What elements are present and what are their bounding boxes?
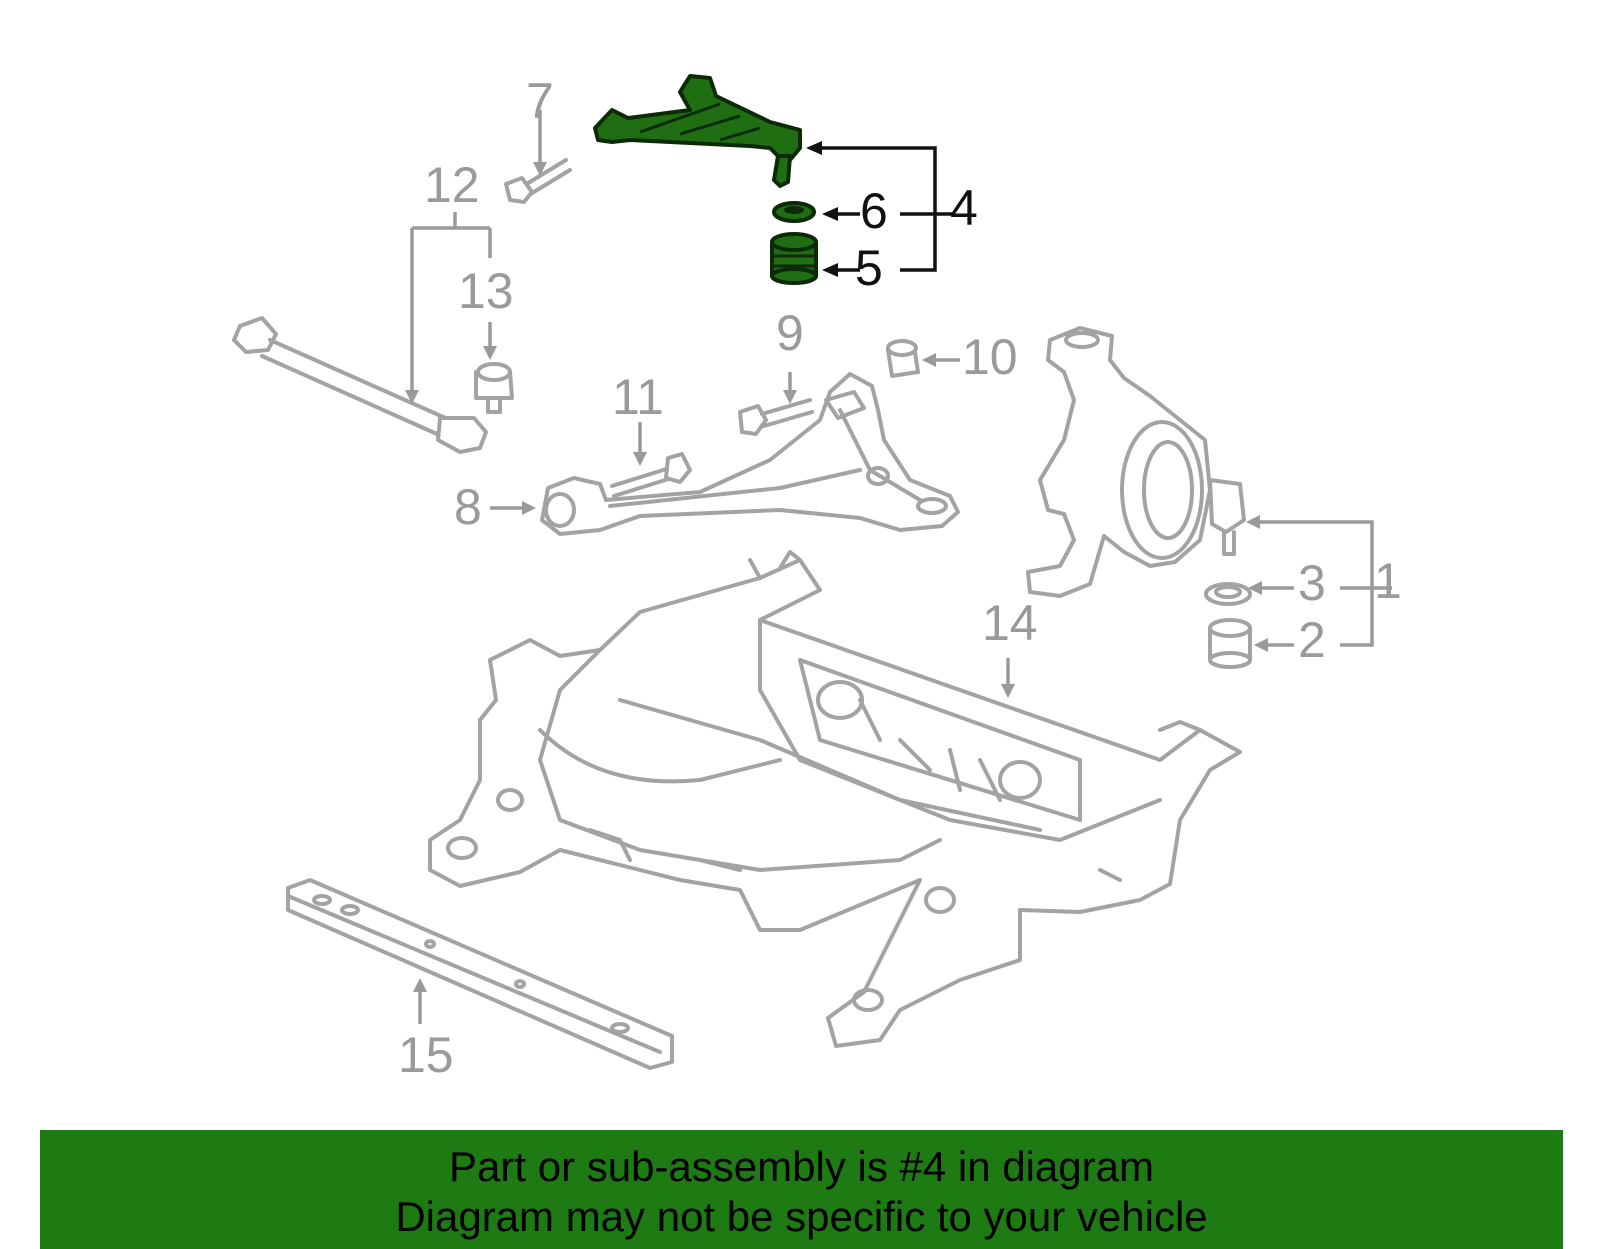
callout-1-leaders: [1246, 515, 1392, 652]
callout-8: 8: [454, 479, 482, 535]
callout-4-leaders: [806, 141, 955, 277]
bushing-part-10[interactable]: [886, 339, 960, 378]
bushing-ring-part-3[interactable]: [1204, 582, 1252, 606]
callout-1: 1: [1374, 553, 1402, 609]
callout-14: 14: [982, 595, 1038, 651]
lower-control-arm-part-8[interactable]: [490, 372, 960, 536]
bushing-part-2[interactable]: [1208, 618, 1252, 669]
bolt-part-7[interactable]: [504, 110, 572, 204]
callout-2: 2: [1298, 612, 1326, 668]
crossmember-part-15[interactable]: [286, 878, 674, 1070]
bolt-part-9[interactable]: [738, 372, 814, 436]
callout-3: 3: [1298, 555, 1326, 611]
callout-12: 12: [424, 157, 480, 213]
ball-joint-part-13[interactable]: [474, 362, 514, 414]
callout-5: 5: [855, 240, 883, 296]
bolt-part-11[interactable]: [610, 422, 692, 498]
callout-13: 13: [458, 263, 514, 319]
info-banner: Part or sub-assembly is #4 in diagram Di…: [40, 1130, 1563, 1249]
callout-15: 15: [398, 1027, 454, 1083]
callout-12-13-leaders: [405, 212, 497, 404]
upper-control-arm-part-4[interactable]: [593, 74, 802, 188]
subframe-part-14[interactable]: [428, 550, 1242, 1048]
steering-knuckle-part-1[interactable]: [1026, 326, 1246, 598]
bushing-ring-part-6[interactable]: [772, 201, 816, 223]
callout-10: 10: [962, 329, 1018, 385]
callout-7: 7: [526, 73, 554, 129]
callout-11: 11: [612, 369, 664, 425]
callout-6: 6: [860, 183, 888, 239]
suspension-parts-diagram: 1 2 3 4 5 6 7 8 9 10 11 12 13 14 15: [232, 73, 1402, 1083]
bushing-part-5[interactable]: [770, 232, 818, 285]
banner-line-1: Part or sub-assembly is #4 in diagram: [449, 1143, 1154, 1190]
callout-9: 9: [776, 305, 804, 361]
lateral-link-part-12[interactable]: [232, 316, 488, 454]
banner-line-2: Diagram may not be specific to your vehi…: [395, 1193, 1208, 1240]
callout-4: 4: [950, 180, 978, 236]
